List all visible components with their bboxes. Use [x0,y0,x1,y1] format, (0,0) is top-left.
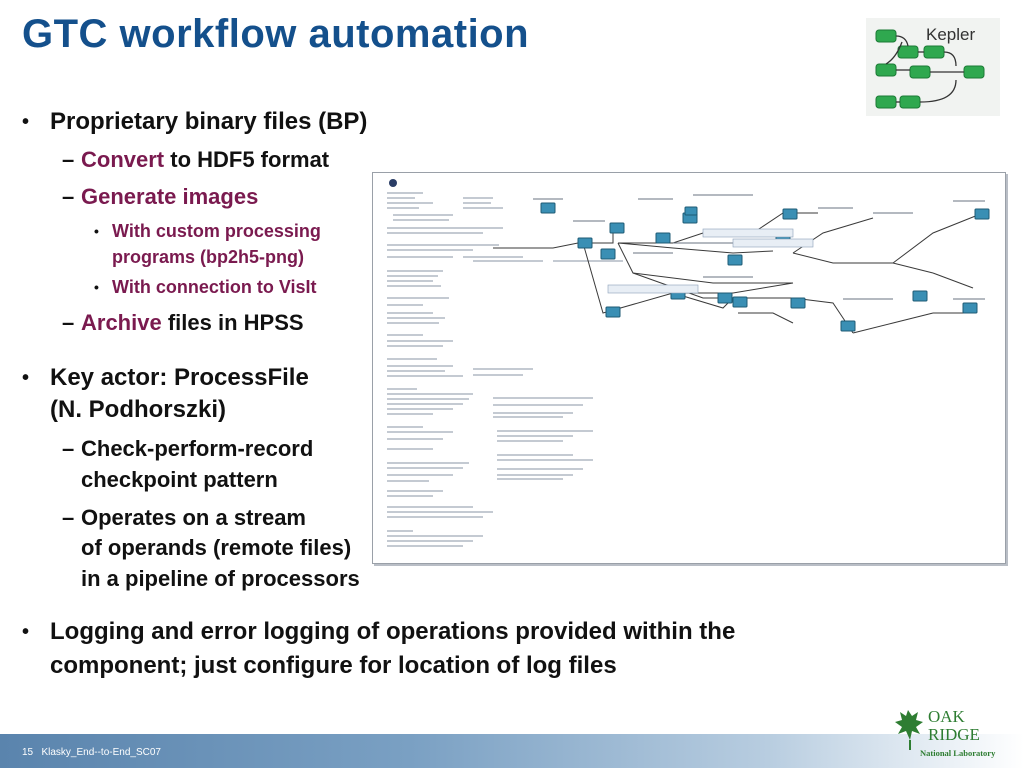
bullet-dot-icon: • [22,111,30,133]
accent-archive: Archive [81,310,162,335]
footer-deck-name: Klasky_End--to-End_SC07 [41,747,161,758]
accent-convert: Convert [81,147,165,172]
bullet-dot-icon: • [22,367,30,389]
kepler-workflow-screenshot [372,172,1006,564]
workflow-graph-picture [387,179,990,547]
kepler-logo-text: Kepler [926,25,975,44]
footer-bar [0,734,1024,768]
bullet-dot-icon: • [22,621,30,643]
bullet-dot-icon: • [94,279,99,295]
footer-label: 15 Klasky_End--to-End_SC07 [22,747,161,758]
bullet-dot-icon: • [94,223,99,239]
oak-leaf-icon [895,710,923,750]
ornl-logo: OAK RIDGE National Laboratory [895,707,996,758]
slide-title: GTC workflow automation [22,12,530,56]
slide-number: 15 [22,747,34,758]
ornl-ridge-text: RIDGE [928,725,980,744]
kepler-logo: Kepler [866,18,1000,116]
ornl-oak-text: OAK [928,707,966,726]
ornl-national-lab-text: National Laboratory [920,748,996,758]
